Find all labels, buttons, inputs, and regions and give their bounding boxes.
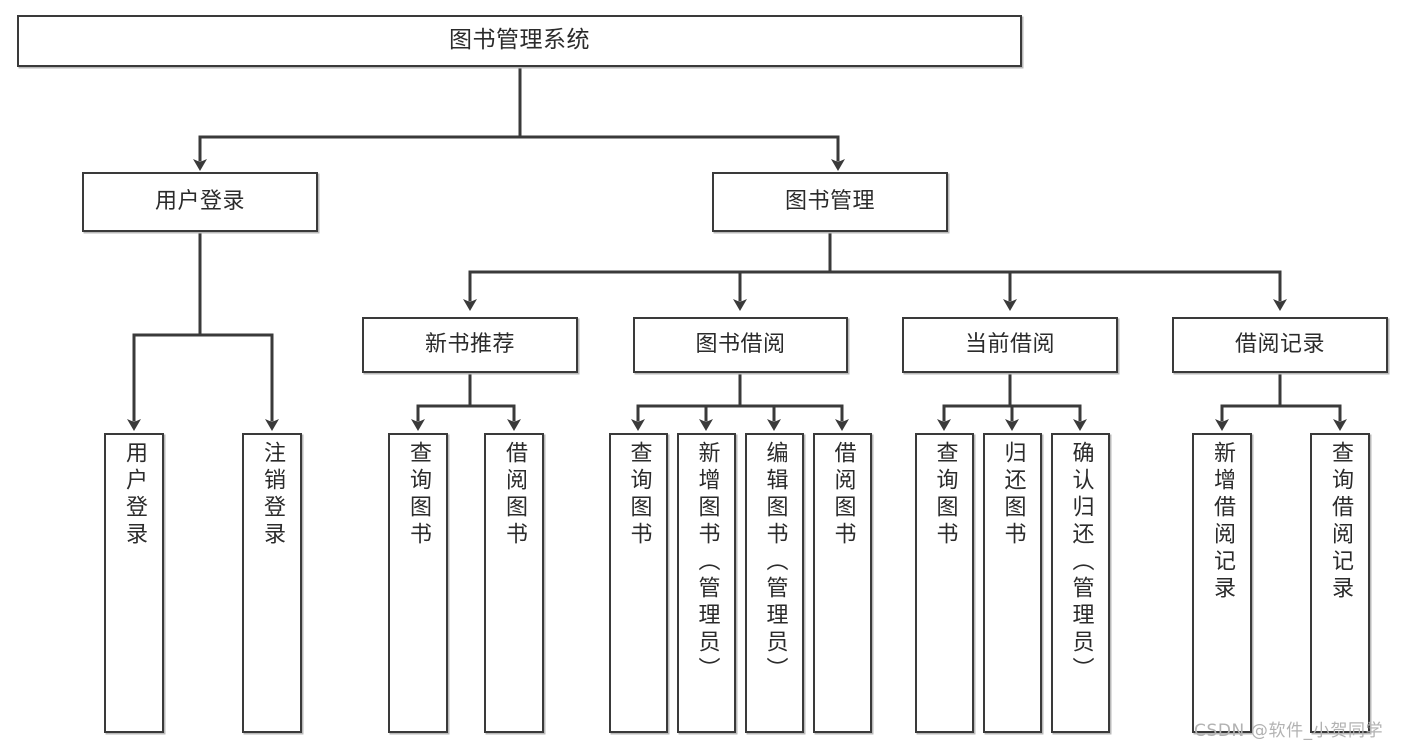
node-new-book-recommend[interactable]: 新书推荐 bbox=[362, 317, 578, 373]
node-user-login[interactable]: 用户登录 bbox=[82, 172, 318, 232]
node-borrow-record[interactable]: 借阅记录 bbox=[1172, 317, 1388, 373]
node-leaf-query-book-1-label: 查询图书 bbox=[406, 441, 431, 549]
node-leaf-user-login-label: 用户登录 bbox=[122, 441, 147, 549]
node-leaf-borrow-book-1[interactable]: 借阅图书 bbox=[484, 433, 544, 733]
node-leaf-borrow-book-2[interactable]: 借阅图书 bbox=[813, 433, 872, 733]
node-leaf-add-book[interactable]: 新增图书（管理员） bbox=[677, 433, 736, 733]
node-book-borrow-label: 图书借阅 bbox=[695, 332, 786, 358]
node-leaf-borrow-book-2-label: 借阅图书 bbox=[830, 441, 856, 549]
node-borrow-record-label: 借阅记录 bbox=[1234, 332, 1325, 358]
node-leaf-query-record-label: 查询借阅记录 bbox=[1328, 441, 1353, 603]
node-leaf-query-book-2[interactable]: 查询图书 bbox=[609, 433, 668, 733]
node-root-label: 图书管理系统 bbox=[449, 27, 590, 54]
node-new-book-recommend-label: 新书推荐 bbox=[424, 332, 515, 358]
node-leaf-user-logout-label: 注销登录 bbox=[260, 441, 285, 549]
node-leaf-return-book[interactable]: 归还图书 bbox=[983, 433, 1042, 733]
node-leaf-add-book-label: 新增图书（管理员） bbox=[694, 441, 720, 684]
node-leaf-query-book-2-label: 查询图书 bbox=[626, 441, 652, 549]
node-leaf-add-record-label: 新增借阅记录 bbox=[1210, 441, 1235, 603]
node-leaf-add-record[interactable]: 新增借阅记录 bbox=[1192, 433, 1252, 733]
node-leaf-query-book-1[interactable]: 查询图书 bbox=[388, 433, 448, 733]
node-leaf-query-record[interactable]: 查询借阅记录 bbox=[1310, 433, 1370, 733]
node-current-borrow-label: 当前借阅 bbox=[964, 332, 1055, 358]
node-leaf-edit-book-label: 编辑图书（管理员） bbox=[762, 441, 788, 684]
node-leaf-borrow-book-1-label: 借阅图书 bbox=[502, 441, 527, 549]
node-current-borrow[interactable]: 当前借阅 bbox=[902, 317, 1118, 373]
node-leaf-edit-book[interactable]: 编辑图书（管理员） bbox=[745, 433, 804, 733]
node-book-management[interactable]: 图书管理 bbox=[712, 172, 948, 232]
node-leaf-confirm-return[interactable]: 确认归还（管理员） bbox=[1051, 433, 1110, 733]
node-leaf-user-login[interactable]: 用户登录 bbox=[104, 433, 164, 733]
node-book-management-label: 图书管理 bbox=[784, 189, 875, 215]
node-user-login-label: 用户登录 bbox=[154, 189, 245, 215]
node-leaf-return-book-label: 归还图书 bbox=[1000, 441, 1026, 549]
node-book-borrow[interactable]: 图书借阅 bbox=[633, 317, 848, 373]
node-root[interactable]: 图书管理系统 bbox=[17, 15, 1022, 67]
node-leaf-user-logout[interactable]: 注销登录 bbox=[242, 433, 302, 733]
node-leaf-confirm-return-label: 确认归还（管理员） bbox=[1068, 441, 1094, 684]
node-leaf-query-book-3-label: 查询图书 bbox=[932, 441, 958, 549]
node-leaf-query-book-3[interactable]: 查询图书 bbox=[915, 433, 974, 733]
